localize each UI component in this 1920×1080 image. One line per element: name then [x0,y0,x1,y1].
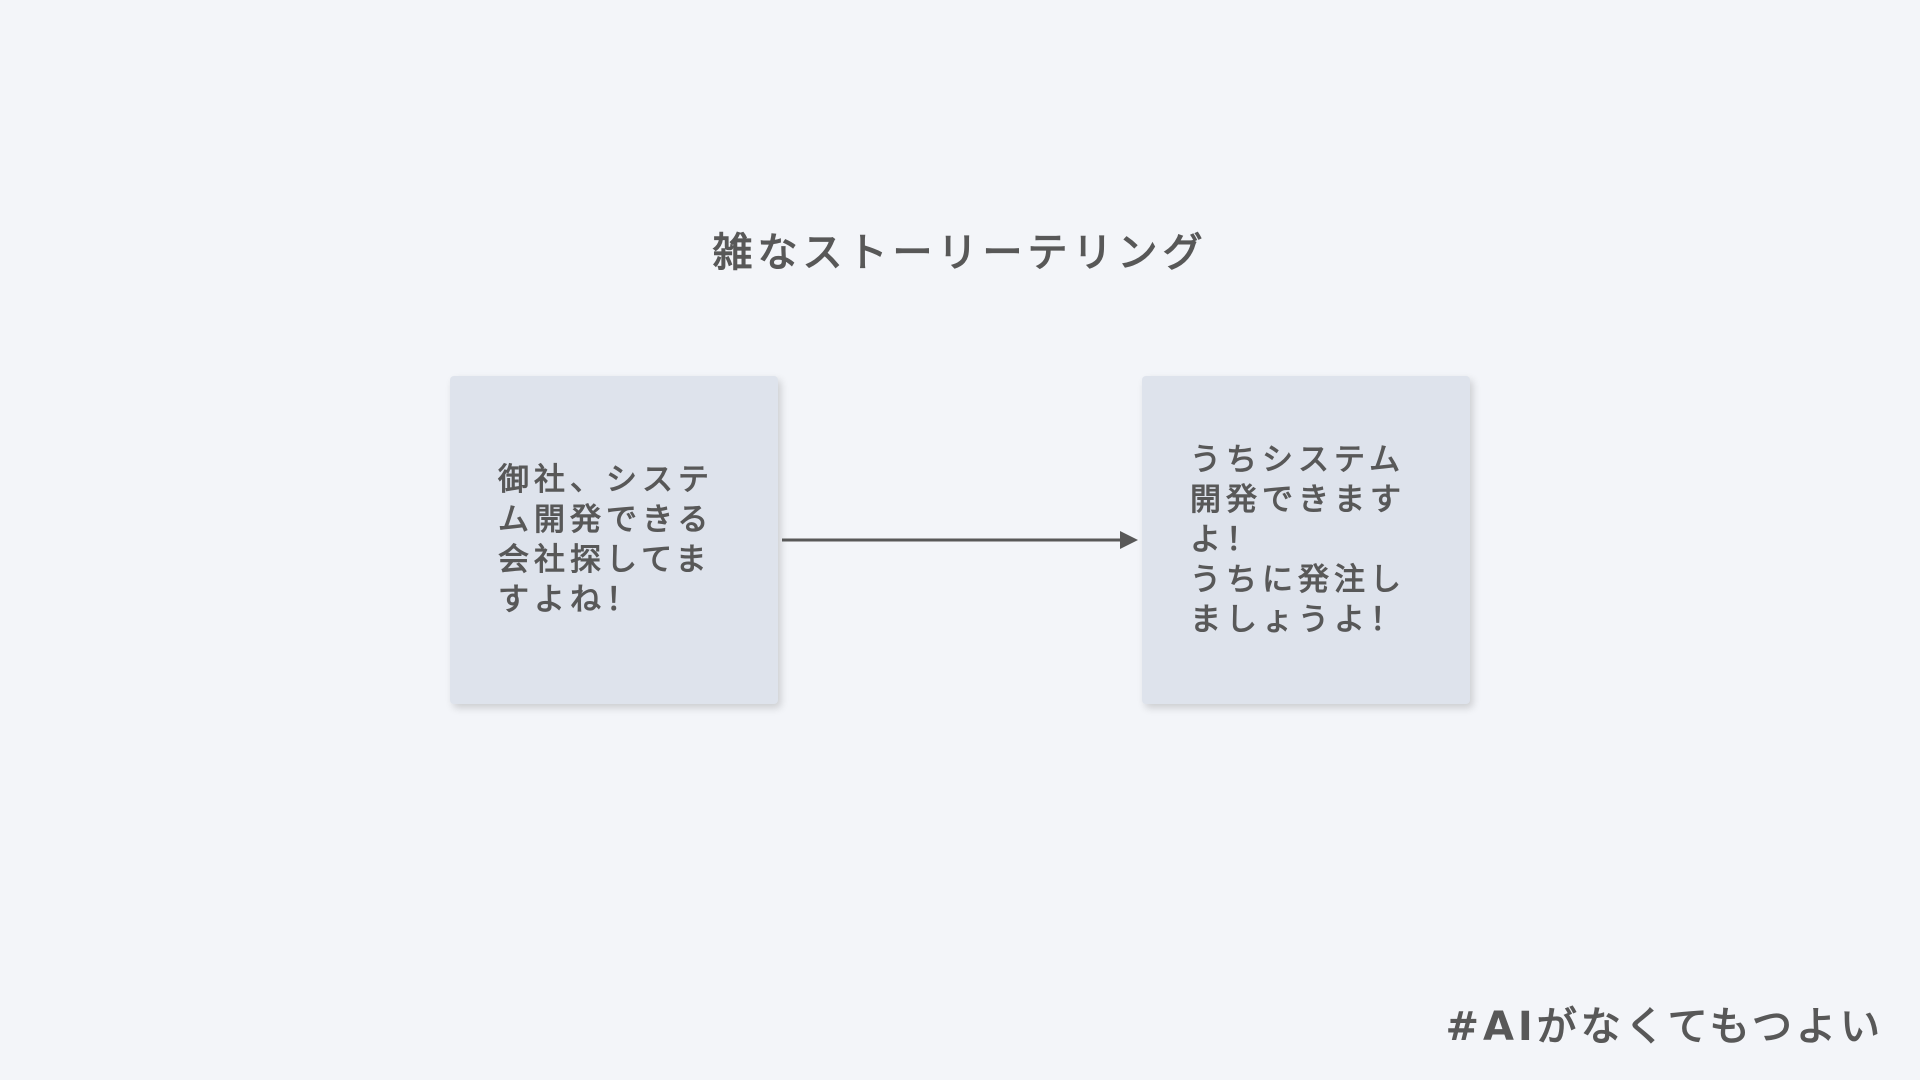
slide-title: 雑なストーリーテリング [712,230,1208,276]
hashtag: #AIがなくてもつよい [1445,1004,1884,1050]
arrow-right-icon [782,531,1138,549]
left-box: 御社、システム開発できる会社探してますよね！ [450,376,778,704]
right-box: うちシステム開発できますよ！ うちに発注しましょうよ！ [1142,376,1470,704]
right-box-text: うちシステム開発できますよ！ うちに発注しましょうよ！ [1190,442,1406,638]
left-box-text: 御社、システム開発できる会社探してますよね！ [498,462,714,618]
